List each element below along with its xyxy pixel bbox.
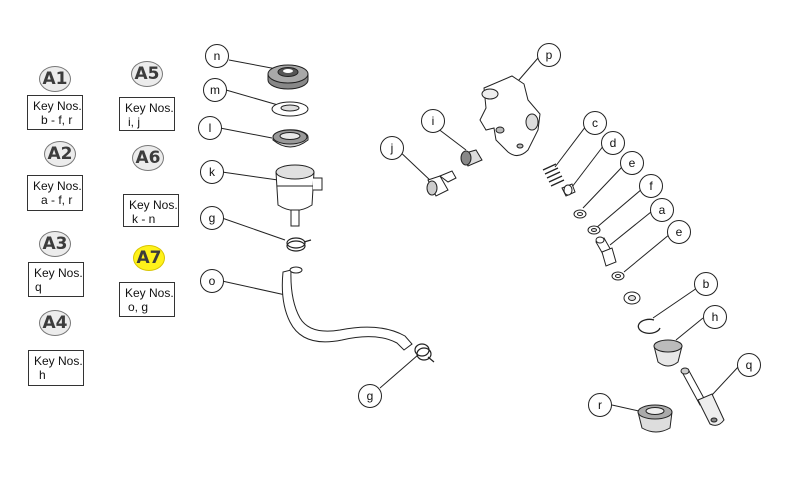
callout-g-top: g bbox=[200, 206, 224, 230]
reservoir-k bbox=[275, 164, 323, 227]
callout-m: m bbox=[203, 78, 227, 102]
push-rod-q bbox=[680, 367, 725, 426]
kit-badge-a3: A3 bbox=[39, 231, 71, 257]
key-box-values: h bbox=[39, 368, 46, 382]
key-box-label: Key Nos. bbox=[34, 266, 83, 280]
key-box-a7: Key Nos. o, g bbox=[119, 282, 175, 317]
seal-f bbox=[587, 225, 601, 235]
hose-clamp-g-bottom bbox=[414, 343, 435, 363]
spring-c bbox=[542, 163, 565, 187]
callout-a: a bbox=[650, 198, 674, 222]
key-box-label: Key Nos. bbox=[33, 179, 82, 193]
key-box-a1: Key Nos. b - f, r bbox=[27, 95, 83, 130]
elbow-fitting-j bbox=[426, 170, 457, 197]
kit-badge-a1: A1 bbox=[39, 66, 71, 92]
callout-n: n bbox=[205, 44, 229, 68]
washer-e-top bbox=[573, 209, 587, 219]
callout-r: r bbox=[588, 393, 612, 417]
dust-cover-r bbox=[637, 404, 673, 433]
key-box-a4: Key Nos. h bbox=[28, 350, 84, 386]
key-box-a5: Key Nos. i, j bbox=[119, 97, 175, 131]
callout-f: f bbox=[639, 174, 663, 198]
reservoir-cap-n bbox=[267, 64, 309, 90]
cup-d bbox=[561, 183, 576, 197]
washer-e-bottom bbox=[611, 271, 625, 281]
key-box-label: Key Nos. bbox=[125, 286, 174, 300]
callout-e-bottom: e bbox=[667, 220, 691, 244]
diaphragm-l bbox=[272, 129, 309, 148]
callout-b: b bbox=[694, 272, 718, 296]
kit-badge-a2: A2 bbox=[44, 141, 76, 167]
key-box-values: o, g bbox=[128, 300, 149, 314]
callout-h: h bbox=[703, 305, 727, 329]
callout-o: o bbox=[200, 269, 224, 293]
key-box-values: k - n bbox=[132, 212, 156, 226]
kit-badge-a7: A7 bbox=[133, 245, 165, 271]
washer bbox=[623, 291, 641, 305]
seal-i bbox=[460, 149, 483, 167]
kit-badge-a6: A6 bbox=[132, 145, 164, 171]
key-box-values: a - f, r bbox=[41, 193, 73, 207]
key-box-values: i, j bbox=[128, 115, 140, 129]
key-box-values: b - f, r bbox=[41, 113, 73, 127]
kit-badge-a5: A5 bbox=[131, 61, 163, 87]
piston-a bbox=[595, 236, 617, 267]
callout-k: k bbox=[200, 160, 224, 184]
callout-e-top: e bbox=[620, 151, 644, 175]
key-box-a6: Key Nos. k - n bbox=[123, 194, 179, 227]
key-box-a2: Key Nos. a - f, r bbox=[27, 175, 83, 211]
key-box-values: q bbox=[35, 280, 42, 294]
master-cylinder-body-p bbox=[479, 75, 541, 156]
callout-l: l bbox=[198, 116, 222, 140]
kit-badge-a4: A4 bbox=[39, 310, 71, 336]
circlip-b bbox=[637, 318, 661, 334]
hose-clamp-g-top bbox=[286, 237, 312, 252]
key-box-label: Key Nos. bbox=[34, 354, 83, 368]
hose-o bbox=[281, 266, 413, 351]
key-box-label: Key Nos. bbox=[33, 99, 82, 113]
leader-lines bbox=[219, 57, 740, 414]
callout-g-bottom: g bbox=[358, 384, 382, 408]
callout-d: d bbox=[601, 131, 625, 155]
callout-q: q bbox=[737, 353, 761, 377]
key-box-label: Key Nos. bbox=[125, 101, 174, 115]
callout-c: c bbox=[583, 111, 607, 135]
callout-i: i bbox=[421, 109, 445, 133]
washer-m bbox=[271, 101, 309, 117]
boot-h bbox=[653, 339, 683, 367]
key-box-a3: Key Nos. q bbox=[28, 262, 84, 297]
key-box-label: Key Nos. bbox=[129, 198, 178, 212]
callout-p: p bbox=[537, 43, 561, 67]
callout-j: j bbox=[380, 136, 404, 160]
